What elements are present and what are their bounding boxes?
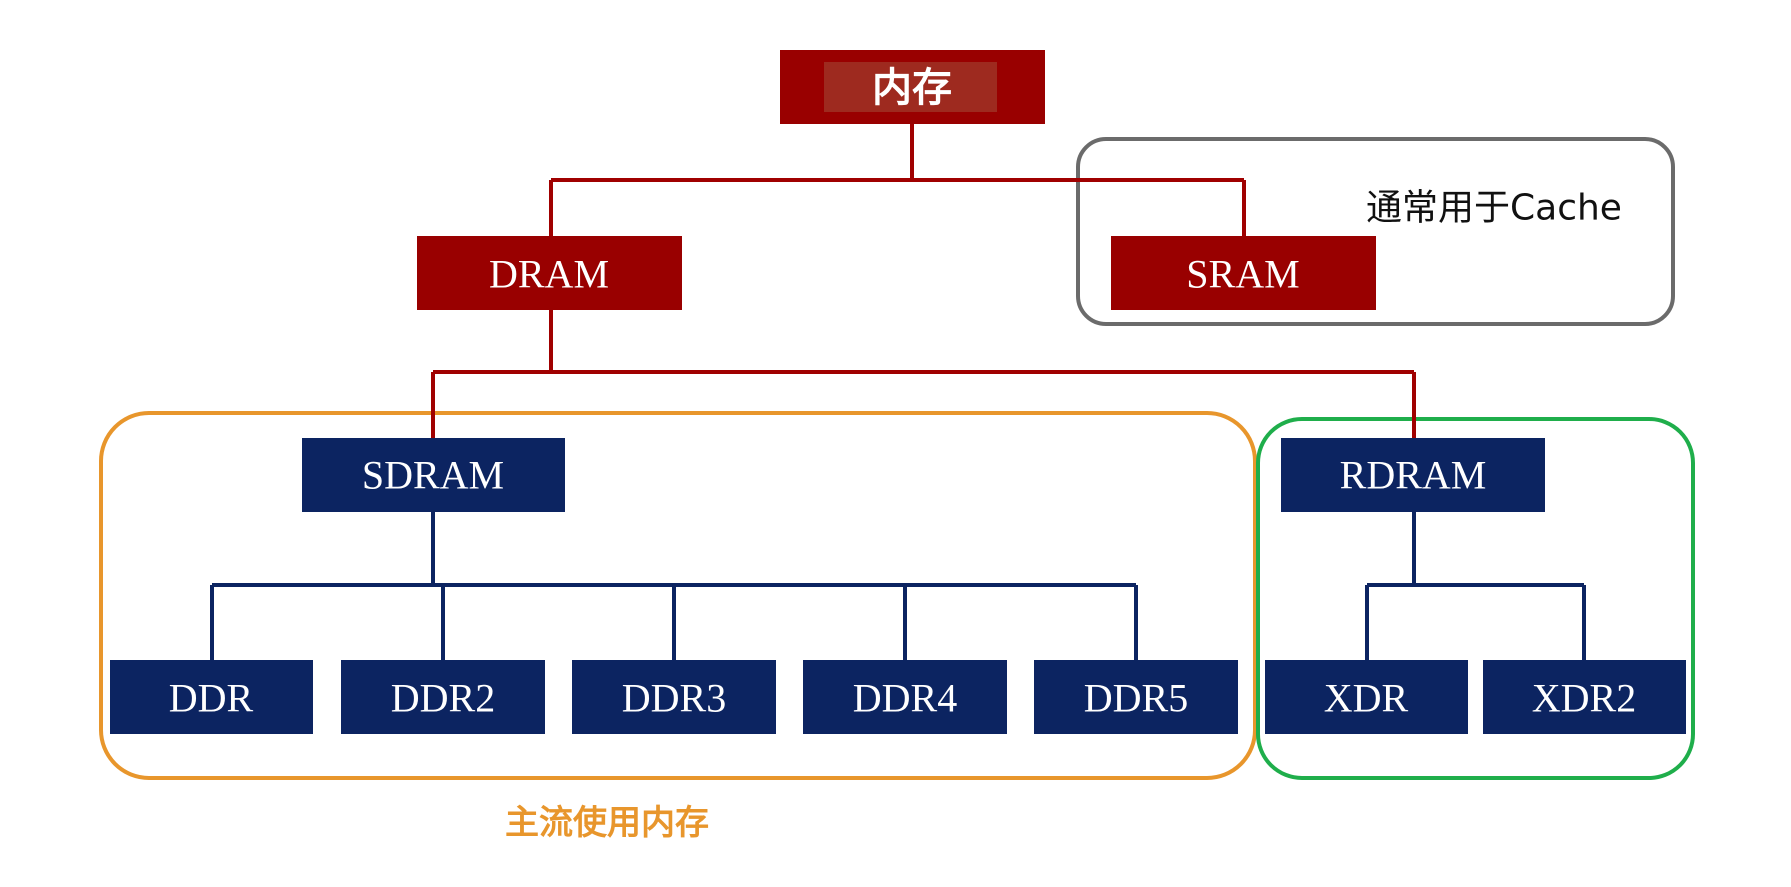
mainstream-note: 主流使用内存 <box>505 803 709 843</box>
node-ddr3-label: DDR3 <box>622 676 726 721</box>
node-xdr-label: XDR <box>1324 676 1409 721</box>
node-xdr2: XDR2 <box>1483 660 1686 734</box>
mainstream-group-outline <box>99 411 1257 780</box>
node-ddr4: DDR4 <box>803 660 1007 734</box>
node-xdr2-label: XDR2 <box>1532 676 1636 721</box>
node-ddr5-label: DDR5 <box>1084 676 1188 721</box>
node-rdram-label: RDRAM <box>1340 453 1487 498</box>
node-ddr4-label: DDR4 <box>853 676 957 721</box>
node-sdram: SDRAM <box>302 438 565 512</box>
rdram-group-outline <box>1256 417 1695 780</box>
cache-note: 通常用于Cache <box>1366 188 1622 229</box>
red-connectors <box>431 124 1416 438</box>
node-sram: SRAM <box>1111 236 1376 310</box>
node-sram-label: SRAM <box>1186 252 1299 297</box>
node-ddr3: DDR3 <box>572 660 776 734</box>
cache-group-outline <box>1076 137 1675 326</box>
node-sdram-label: SDRAM <box>362 453 504 498</box>
node-dram: DRAM <box>417 236 682 310</box>
node-root: 内存 <box>780 50 1045 124</box>
node-ddr2-label: DDR2 <box>391 676 495 721</box>
node-ddr5: DDR5 <box>1034 660 1238 734</box>
node-ddr: DDR <box>110 660 313 734</box>
node-xdr: XDR <box>1265 660 1468 734</box>
node-ddr-label: DDR <box>169 676 254 721</box>
node-ddr2: DDR2 <box>341 660 545 734</box>
node-dram-label: DRAM <box>489 252 609 297</box>
node-root-label: 内存 <box>872 65 952 111</box>
blue-connectors <box>210 512 1586 660</box>
node-rdram: RDRAM <box>1281 438 1545 512</box>
